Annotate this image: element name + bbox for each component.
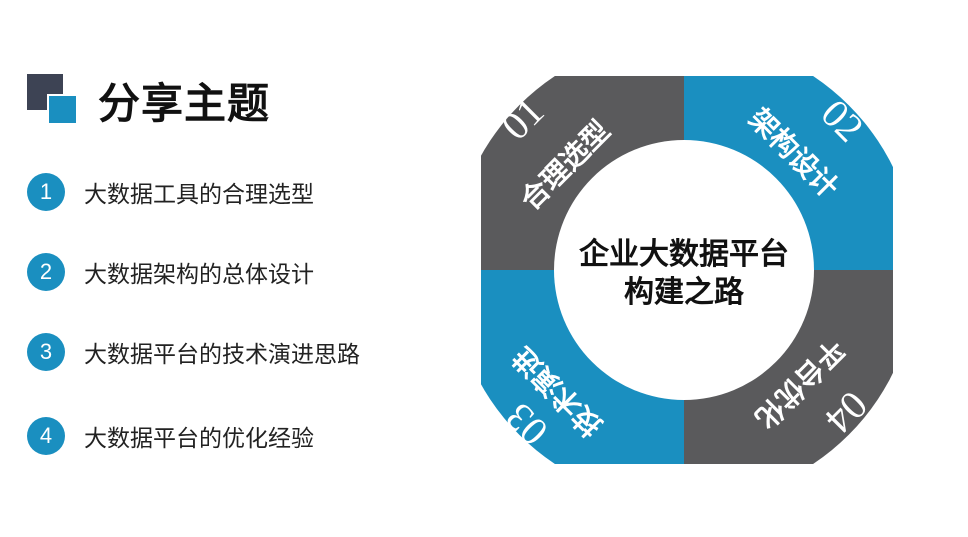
list-item-1: 1 大数据工具的合理选型 [27, 172, 314, 212]
topic-text: 大数据平台的技术演进思路 [84, 342, 360, 368]
title-squares-icon [27, 74, 78, 125]
number-badge: 3 [27, 333, 65, 371]
center-circle [554, 140, 814, 400]
page-title: 分享主题 [98, 79, 271, 128]
number-badge: 2 [27, 253, 65, 291]
list-item-3: 3 大数据平台的技术演进思路 [27, 332, 360, 372]
topic-list: 1 大数据工具的合理选型 2 大数据架构的总体设计 3 大数据平台的技术演进思路… [27, 0, 447, 537]
center-title-line2: 构建之路 [624, 275, 745, 310]
topic-text: 大数据工具的合理选型 [84, 182, 314, 208]
blue-square [47, 94, 78, 125]
topic-text: 大数据架构的总体设计 [84, 262, 314, 288]
number-badge: 4 [27, 417, 65, 455]
list-item-2: 2 大数据架构的总体设计 [27, 252, 314, 292]
ring-diagram: 企业大数据平台 构建之路 01 合理选型 02 架构设计 03 技术演进 04 … [481, 76, 893, 464]
topic-text: 大数据平台的优化经验 [84, 426, 314, 452]
list-item-4: 4 大数据平台的优化经验 [27, 416, 314, 456]
number-badge: 1 [27, 173, 65, 211]
center-title-line1: 企业大数据平台 [579, 237, 789, 272]
